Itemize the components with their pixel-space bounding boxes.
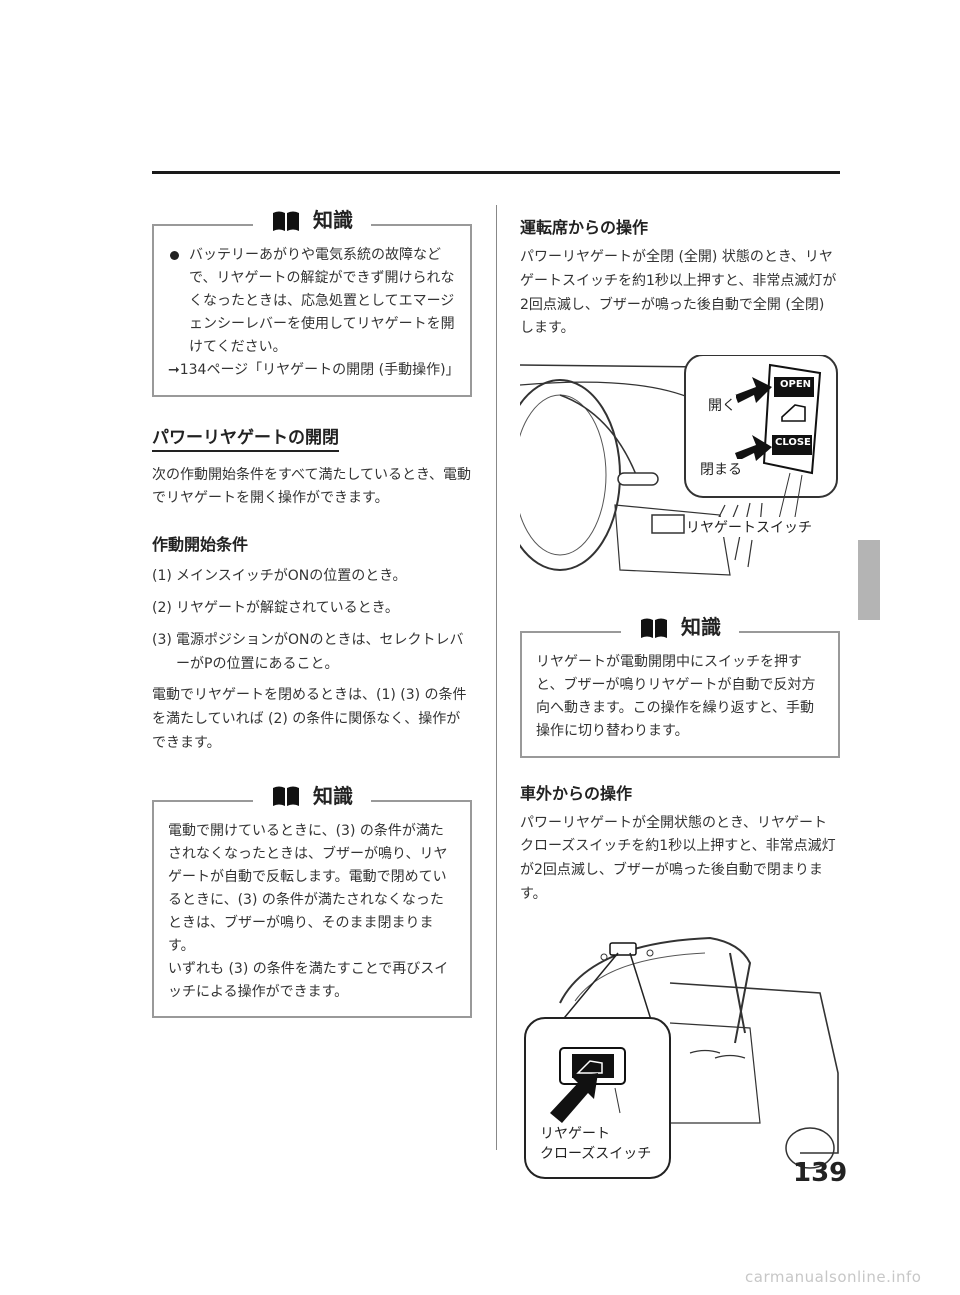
book-icon — [273, 786, 299, 807]
note-text: 電動で開けているときに、(3) の条件が満たされなくなったときは、ブザーが鳴り、… — [168, 822, 448, 955]
conditions-title: 作動開始条件 — [152, 535, 249, 555]
close-switch-label-line1: リヤゲート — [540, 1122, 610, 1143]
section-intro: 次の作動開始条件をすべて満たしているとき、電動でリヤゲートを開く操作ができます。 — [152, 466, 472, 507]
book-icon — [641, 618, 667, 638]
close-button-label: CLOSE — [775, 437, 811, 449]
note-heading: 知識 — [253, 204, 371, 237]
info-note-reverse-operation: 知識 リヤゲートが電動開閉中にスイッチを押すと、ブザーが鳴りリヤゲートが自動で反… — [520, 611, 840, 758]
note-heading: 知識 — [621, 611, 739, 645]
bullet-dot — [170, 251, 179, 260]
column-divider — [496, 205, 497, 1150]
driver-seat-title: 運転席からの操作 — [520, 218, 649, 237]
driver-seat-text: パワーリヤゲートが全閉 (全開) 状態のとき、リヤゲートスイッチを約1秒以上押す… — [520, 249, 837, 337]
conditions-list: (1) メインスイッチがONの位置のとき。 (2) リヤゲートが解錠されていると… — [152, 565, 472, 676]
left-column: 知識 バッテリーあがりや電気系統の故障などで、リヤゲートの解錠ができず開けられな… — [152, 204, 472, 1019]
note-text-2: いずれも (3) の条件を満たすことで再びスイッチによる操作ができます。 — [168, 961, 449, 1001]
open-button-label: OPEN — [780, 379, 812, 391]
info-note-reverse: 知識 電動で開けているときに、(3) の条件が満たされなくなったときは、ブザーが… — [152, 779, 472, 1019]
note-title: 知識 — [681, 615, 721, 640]
outside-text: パワーリヤゲートが全開状態のとき、リヤゲートクローズスイッチを約1秒以上押すと、… — [520, 814, 836, 902]
closing-note: 電動でリヤゲートを閉めるときは、(1) (3) の条件を満たしていれば (2) … — [152, 687, 467, 751]
note-bullet: バッテリーあがりや電気系統の故障などで、リヤゲートの解錠ができず開けられなくなっ… — [168, 244, 456, 359]
note-title: 知識 — [313, 208, 353, 232]
close-label: 閉まる — [700, 459, 742, 480]
top-rule — [152, 171, 840, 174]
note-heading: 知識 — [253, 779, 371, 813]
right-column: 運転席からの操作 パワーリヤゲートが全閉 (全開) 状態のとき、リヤゲートスイッ… — [499, 210, 840, 1183]
list-item: (3) 電源ポジションがONのときは、セレクトレバーがPの位置にあること。 — [152, 631, 464, 672]
list-item: (2) リヤゲートが解錠されているとき。 — [152, 599, 399, 616]
info-note-battery: 知識 バッテリーあがりや電気系統の故障などで、リヤゲートの解錠ができず開けられな… — [152, 204, 472, 397]
section-tab — [858, 540, 880, 620]
section-title: パワーリヤゲートの開閉 — [152, 423, 339, 452]
close-switch-label-line2: クローズスイッチ — [540, 1142, 652, 1163]
open-label: 開く — [708, 395, 736, 416]
note-title: 知識 — [313, 783, 353, 808]
dashboard-switch-figure: OPEN CLOSE 開く 閉まる リヤゲートスイッチ — [499, 354, 840, 595]
book-icon — [273, 211, 299, 231]
note-bullet-text: バッテリーあがりや電気系統の故障などで、リヤゲートの解錠ができず開けられなくなっ… — [189, 247, 455, 356]
rear-gate-switch-label: リヤゲートスイッチ — [686, 517, 812, 538]
page-reference-link[interactable]: ➞134ページ「リヤゲートの開閉 (手動操作)」 — [168, 362, 460, 379]
page-number: 139 — [793, 1158, 848, 1188]
outside-title: 車外からの操作 — [520, 783, 633, 803]
dashboard-illustration — [499, 354, 838, 576]
rear-gate-figure: リヤゲート クローズスイッチ — [520, 923, 840, 1183]
note-text: リヤゲートが電動開閉中にスイッチを押すと、ブザーが鳴りリヤゲートが自動で反対方向… — [536, 654, 816, 740]
watermark: carmanualsonline.info — [745, 1268, 922, 1286]
list-item: (1) メインスイッチがONの位置のとき。 — [152, 568, 407, 585]
